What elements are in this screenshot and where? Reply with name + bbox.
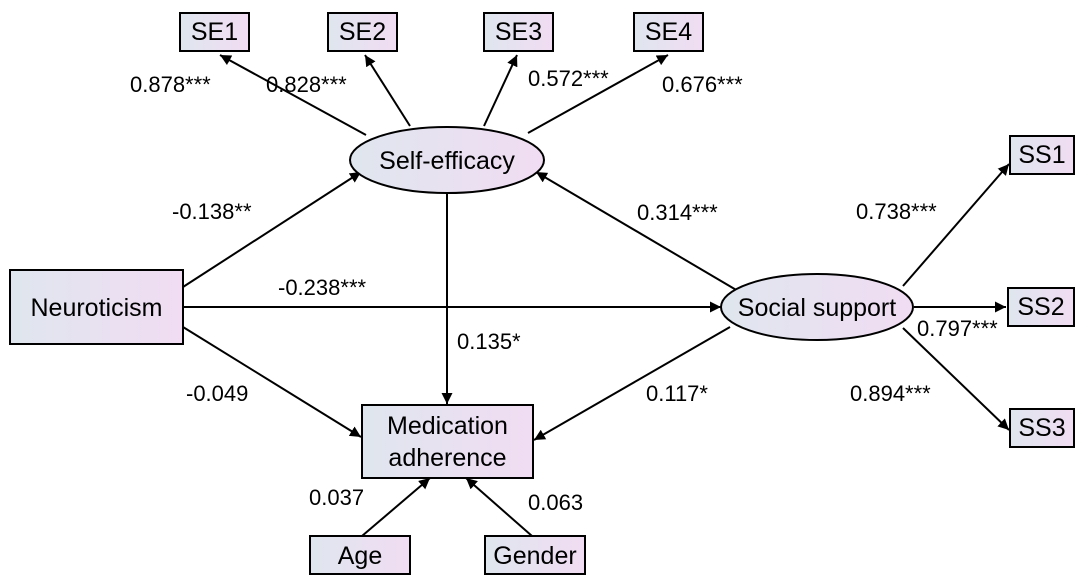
edge-social-support-ss1 [902, 163, 1010, 287]
coef-neuroticism-adherence: -0.049 [186, 381, 248, 406]
node-se2: SE2 [327, 12, 398, 52]
node-neuroticism-label: Neuroticism [31, 294, 163, 322]
edge-neuroticism-self-efficacy [182, 171, 362, 288]
node-se3-label: SE3 [495, 18, 542, 46]
node-self-efficacy: Self-efficacy [349, 126, 545, 194]
node-ss1-label: SS1 [1018, 141, 1065, 169]
coef-social-support-self-efficacy: 0.314*** [637, 200, 718, 225]
edge-self-efficacy-se3 [483, 54, 518, 127]
coef-neuroticism-social-support: -0.238*** [278, 275, 367, 300]
coefficient-labels: 0.878*** 0.828*** 0.572*** 0.676*** -0.1… [130, 66, 998, 515]
edge-social-support-adherence [533, 326, 731, 441]
edge-gender-adherence [465, 477, 533, 537]
node-ss2-label: SS2 [1017, 293, 1064, 321]
edge-self-efficacy-se2 [364, 54, 411, 127]
node-medication-adherence-label-line1: Medication [387, 412, 508, 440]
node-ss3: SS3 [1009, 408, 1075, 448]
node-se4: SE4 [633, 12, 704, 52]
node-gender: Gender [484, 535, 586, 575]
edge-self-efficacy-se4 [527, 54, 669, 134]
nodes: SE1 SE2 SE3 SE4 Self-efficacy Neuroticis… [9, 12, 1075, 575]
edge-social-support-ss3 [902, 327, 1010, 431]
coef-self-efficacy-adherence: 0.135* [457, 329, 521, 354]
node-ss3-label: SS3 [1018, 414, 1065, 442]
node-medication-adherence-label-line2: adherence [388, 444, 506, 472]
node-ss2: SS2 [1007, 287, 1075, 327]
node-medication-adherence: Medication adherence [361, 404, 534, 479]
node-social-support: Social support [720, 273, 914, 341]
coef-se3: 0.572*** [528, 66, 609, 91]
coef-gender: 0.063 [528, 490, 583, 515]
edges [182, 54, 1010, 537]
edge-neuroticism-adherence [182, 326, 362, 438]
node-ss1: SS1 [1009, 135, 1075, 175]
node-neuroticism: Neuroticism [9, 269, 184, 345]
coef-social-support-adherence: 0.117* [646, 381, 708, 406]
node-se1-label: SE1 [191, 18, 238, 46]
node-se1: SE1 [179, 12, 250, 52]
coef-neuroticism-self-efficacy: -0.138** [172, 199, 252, 224]
coef-ss3: 0.894*** [850, 381, 931, 406]
node-age-label: Age [338, 542, 382, 570]
edge-social-support-self-efficacy [535, 171, 739, 292]
coef-ss2: 0.797*** [917, 316, 998, 341]
node-age: Age [309, 535, 411, 575]
node-social-support-label: Social support [738, 294, 896, 322]
coef-age: 0.037 [309, 485, 364, 510]
coef-se1: 0.878*** [130, 72, 211, 97]
edge-self-efficacy-se1 [219, 54, 367, 136]
node-self-efficacy-label: Self-efficacy [379, 147, 515, 175]
node-se4-label: SE4 [645, 18, 692, 46]
node-se2-label: SE2 [339, 18, 386, 46]
edge-age-adherence [361, 477, 431, 537]
coef-se4: 0.676*** [662, 72, 743, 97]
coef-se2: 0.828*** [266, 72, 347, 97]
node-gender-label: Gender [493, 542, 576, 570]
coef-ss1: 0.738*** [856, 199, 937, 224]
node-se3: SE3 [483, 12, 554, 52]
